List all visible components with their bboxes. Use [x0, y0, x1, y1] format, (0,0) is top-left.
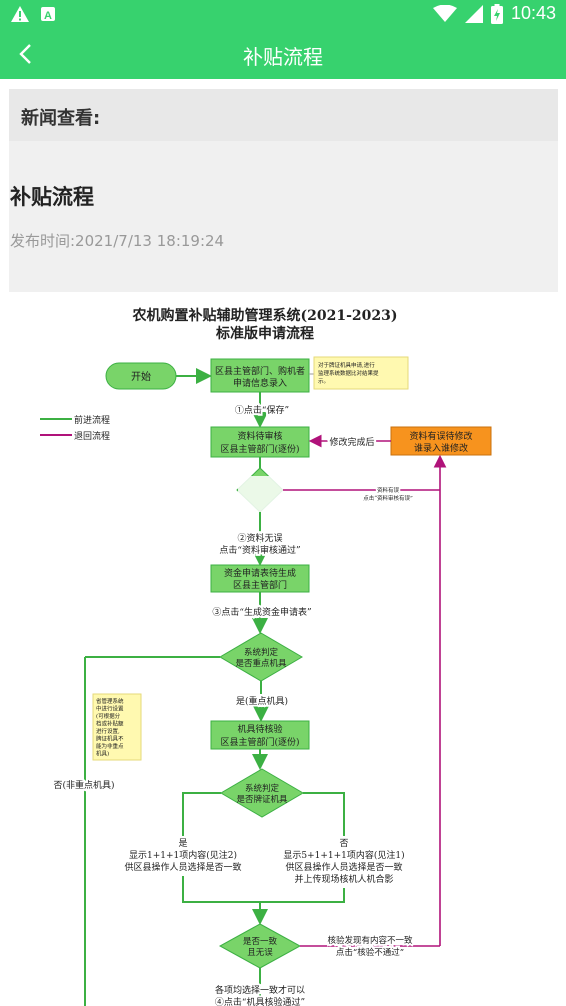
step2-line2: 点击“资料审核通过”: [219, 544, 300, 556]
error-line1: 资料有误: [377, 486, 400, 494]
note-2: [92, 693, 142, 761]
mismatch-line2: 点击“核验不通过”: [336, 947, 404, 958]
warning-icon: [11, 6, 29, 22]
flow-title-line1: 农机购置补贴辅助管理系统(2021-2023): [132, 307, 398, 324]
battery-icon: [490, 3, 503, 24]
license-decision: [220, 768, 304, 818]
note2-line6: 牌证机具不: [96, 735, 124, 743]
diamond3-line1: 是否一致: [243, 936, 278, 947]
bottom-line2: ④点击“机具核验通过”: [215, 996, 305, 1006]
entry-box-line1: 区县主管部门、购机者: [215, 365, 305, 377]
review-box: [210, 426, 310, 458]
legend-return: 退回流程: [74, 430, 110, 442]
note2-line8: 机具): [96, 750, 109, 758]
diamond3-line2: 且无误: [247, 948, 273, 958]
start-label: 开始: [131, 370, 151, 383]
flow-title-line2: 标准版申请流程: [215, 325, 314, 342]
note-1: [313, 356, 409, 390]
back-arrow-icon[interactable]: [14, 42, 38, 66]
note1-line3: 示。: [318, 378, 329, 385]
no-branch-line2: 供区县操作人员选择是否一致: [285, 861, 402, 873]
note1-line1: 对于牌证机具申请,进行: [318, 361, 375, 369]
status-time: 10:43: [510, 3, 556, 23]
after-fix-label: 修改完成后: [329, 436, 374, 448]
note2-line1: 省管理系统: [96, 697, 124, 705]
yes-branch-label: 是: [178, 838, 187, 849]
fund-box-line2: 区县主管部门: [233, 579, 287, 591]
svg-text:A: A: [44, 10, 52, 22]
status-bar: A 10:43: [0, 0, 566, 30]
legend-forward: 前进流程: [74, 414, 110, 426]
signal-icon: [464, 4, 483, 23]
news-header: 新闻查看:: [9, 89, 558, 141]
step1-label: ①点击“保存”: [235, 404, 289, 416]
note2-line2: 中进行设置: [96, 705, 124, 713]
yes-key-label: 是(重点机具): [236, 695, 288, 707]
note2-text: 省管理系统 中进行设置 (可根据分 档或补贴额 进行设置, 牌证机具不 能为非重…: [96, 697, 124, 758]
flowchart-image: 农机购置补贴辅助管理系统(2021-2023) 标准版申请流程 开始 区县主管部…: [40, 307, 492, 1006]
yes-branch-line1: 显示1+1+1项内容(见注2): [129, 849, 237, 861]
note2-line3: (可根据分: [96, 712, 121, 720]
entry-box-line2: 申请信息录入: [233, 377, 287, 389]
fund-box-line1: 资金申请表待生成: [224, 567, 296, 579]
review-box-line2: 区县主管部门(逐份): [220, 443, 299, 455]
step2-line1: ②资料无误: [237, 532, 282, 544]
app-a-icon: A: [41, 7, 55, 22]
note2-line5: 进行设置,: [96, 727, 120, 735]
verify-box: [210, 720, 310, 750]
note2-line4: 档或补贴额: [96, 720, 124, 728]
wifi-icon: [432, 4, 457, 22]
yes-branch-line2: 供区县操作人员选择是否一致: [124, 861, 241, 873]
app-bar: 补贴流程: [0, 30, 566, 79]
news-card: 新闻查看: 补贴流程 发布时间:2021/7/13 18:19:24: [9, 89, 558, 292]
page-title: 补贴流程: [243, 45, 323, 69]
correction-line2: 谁录入谁修改: [414, 442, 468, 454]
fund-table-box: [210, 564, 310, 593]
verify-box-line2: 区县主管部门(逐份): [220, 736, 299, 748]
correction-box: [390, 426, 492, 456]
diamond2-line2: 是否牌证机具: [236, 794, 288, 805]
note1-line2: 监理系统数据比对结果提: [318, 369, 379, 377]
article-publish-date: 发布时间:2021/7/13 18:19:24: [10, 232, 225, 250]
review-box-line1: 资料待审核: [237, 430, 282, 442]
no-key-label: 否(非重点机具): [53, 779, 114, 791]
correction-line1: 资料有误待修改: [409, 430, 472, 442]
note2-line7: 能为非重点: [96, 742, 124, 750]
verify-box-line1: 机具待核验: [237, 723, 282, 735]
diamond2-line1: 系统判定: [245, 783, 280, 794]
error-line2: 点击“资料审核有误”: [363, 494, 413, 502]
news-section-label: 新闻查看:: [21, 108, 101, 129]
bottom-line1: 各项均选择一致才可以: [215, 984, 305, 996]
diamond1-line2: 是否重点机具: [235, 658, 287, 669]
no-branch-label: 否: [339, 838, 348, 849]
article-title: 补贴流程: [10, 185, 94, 209]
no-branch-line1: 显示5+1+1+1项内容(见注1): [283, 849, 404, 861]
diamond1-line1: 系统判定: [244, 647, 279, 658]
mismatch-line1: 核验发现有内容不一致: [327, 935, 413, 946]
step3-label: ③点击“生成资金申请表”: [212, 606, 311, 618]
no-branch-line3: 并上传现场核机人机合影: [294, 873, 393, 885]
